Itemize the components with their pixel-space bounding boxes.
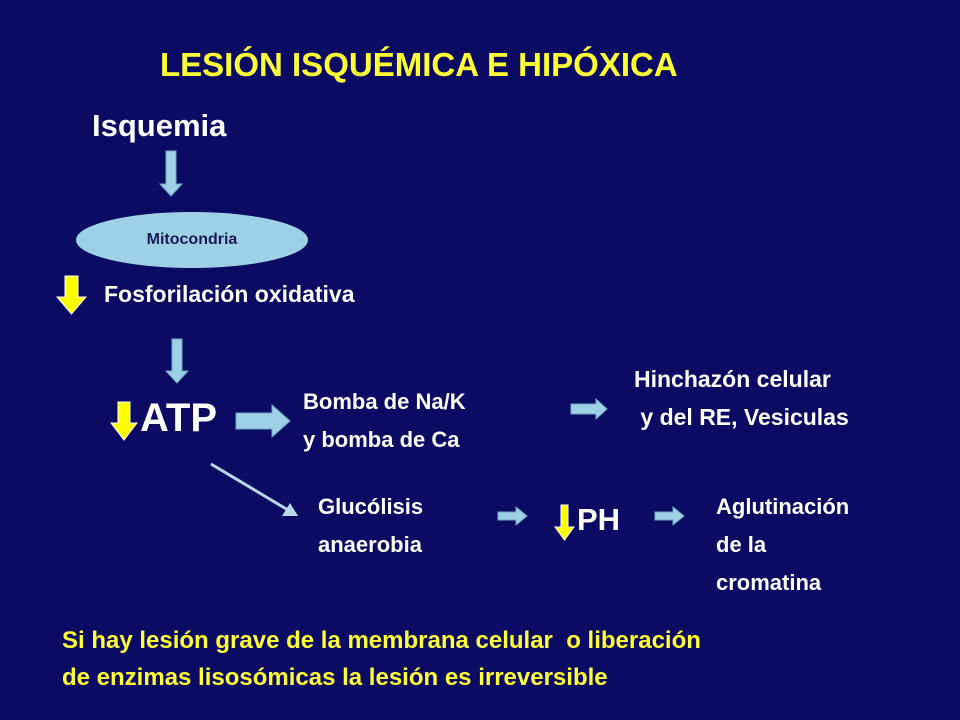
bomba-line2: y bomba de Ca <box>303 427 460 452</box>
aglutinacion-line3: cromatina <box>716 570 822 595</box>
right-arrow-ph <box>497 505 528 527</box>
mitocondria-label: Mitocondria <box>146 231 238 248</box>
down-arrow-atp <box>164 338 190 384</box>
slide-title: LESIÓN ISQUÉMICA E HIPÓXICA <box>160 46 678 83</box>
bomba-line1: Bomba de Na/K <box>303 389 466 414</box>
mitocondria-ellipse: Mitocondria <box>76 212 308 268</box>
hinchazon-line1: Hinchazón celular <box>634 366 831 392</box>
right-arrow-bomba <box>235 403 291 439</box>
atp-label: ATP <box>140 396 218 440</box>
isquemia-label: Isquemia <box>92 108 227 143</box>
yellow-down-arrow-atp <box>109 401 139 441</box>
footer-line1: Si hay lesión grave de la membrana celul… <box>62 627 701 654</box>
down-arrow-isquemia <box>158 150 184 197</box>
footer-line2: de enzimas lisosómicas la lesión es irre… <box>62 664 608 691</box>
right-arrow-aglutinacion <box>654 505 685 527</box>
yellow-down-arrow-ph <box>554 504 575 541</box>
glucolisis-line1: Glucólisis <box>318 494 424 519</box>
diagonal-arrow-glucolisis-head <box>282 503 298 516</box>
aglutinacion-line1: Aglutinación <box>716 494 850 519</box>
hinchazon-line2: y del RE, Vesiculas <box>634 404 849 430</box>
fosforilacion-label: Fosforilación oxidativa <box>104 281 355 307</box>
aglutinacion-line2: de la <box>716 532 767 557</box>
right-arrow-hinchazon <box>570 397 608 421</box>
yellow-down-arrow-fosforilacion <box>55 275 88 315</box>
ph-label: PH <box>577 502 621 537</box>
glucolisis-line2: anaerobia <box>318 532 422 557</box>
diagonal-arrow-glucolisis-line <box>210 462 289 512</box>
